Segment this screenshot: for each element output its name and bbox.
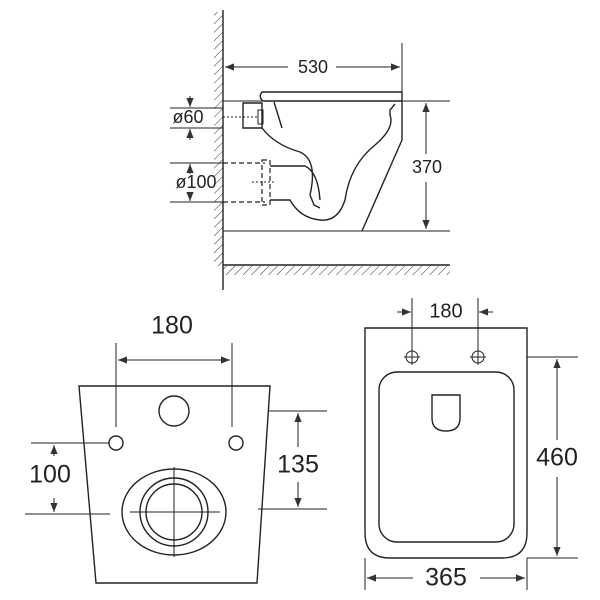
dim-100-label: 100 [29,461,71,489]
wall-hatch [214,12,223,266]
pan-outline [78,385,271,584]
dim-530-label: 530 [298,57,328,77]
dim-135-label: 135 [277,451,319,479]
bolt-hole-left [108,435,124,451]
front-view: 180 100 135 [25,312,327,584]
dim-60-label: ø60 [172,107,203,127]
bowl-inner-back [261,101,321,209]
dim-370-label: 370 [412,157,442,177]
bowl-trap [270,103,396,221]
dim-180-label: 180 [151,312,193,340]
bowl-opening [431,394,461,432]
bolt-crosshair-right [470,349,486,365]
dim-180-label: 180 [429,300,462,322]
dim-460-label: 460 [536,444,578,472]
side-view: 530 370 ø60 ø100 [170,10,450,290]
inlet-nozzle [257,109,264,125]
bolt-hole-right [228,435,244,451]
bolt-crosshair-left [404,349,420,365]
floor-hatch [223,266,450,275]
top-view: 180 460 365 [364,298,578,592]
dim-100-label: ø100 [175,172,216,192]
inlet-hole [158,395,190,427]
seat [259,91,403,102]
trap-upper [270,165,321,201]
pan-top-outline [364,327,528,559]
seat-outline [378,371,515,543]
bowl-outer-front [361,101,403,232]
dim-365-label: 365 [425,564,467,592]
